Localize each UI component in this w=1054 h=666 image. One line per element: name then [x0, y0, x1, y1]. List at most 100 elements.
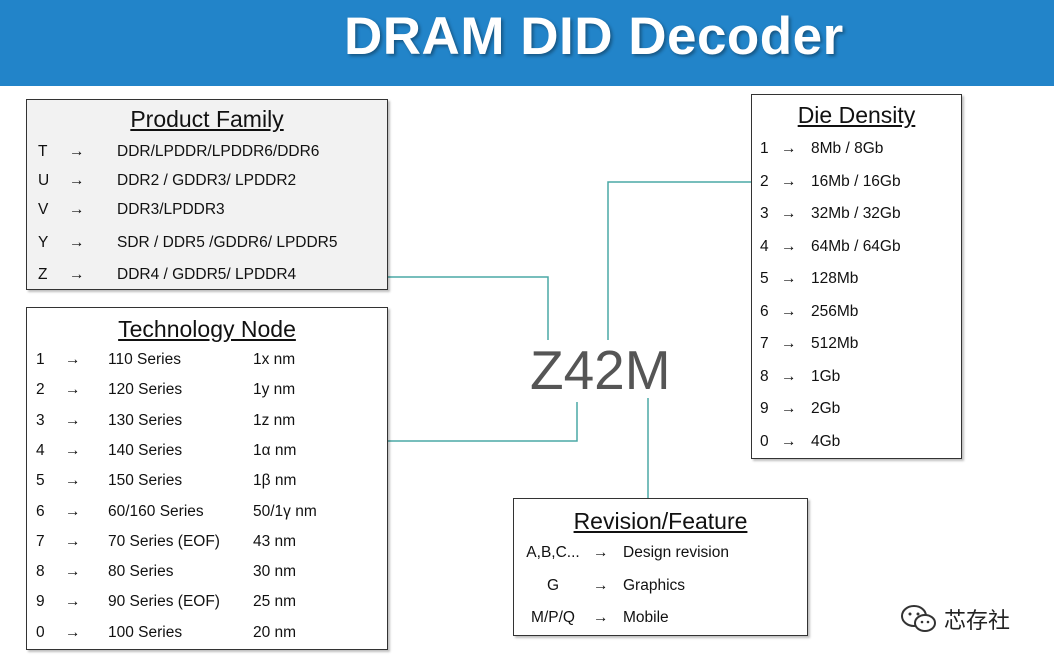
- product-family-title: Product Family: [130, 106, 284, 132]
- revision-feature-key: M/P/Q: [531, 609, 575, 626]
- die-density-key: 2: [760, 172, 769, 190]
- technology-node-key: 3: [36, 411, 45, 429]
- technology-node-arrow: →: [65, 351, 81, 368]
- technology-node-node: 43 nm: [253, 532, 297, 550]
- technology-node-arrow: →: [65, 472, 81, 490]
- die-density-arrow: →: [781, 140, 797, 157]
- technology-node-arrow: →: [65, 593, 81, 611]
- die-density-arrow: →: [781, 432, 797, 450]
- product-family-key: T: [38, 143, 48, 160]
- product-family-value: DDR3/LPDDR3: [117, 201, 225, 218]
- revision-feature-value: Design revision: [623, 544, 729, 561]
- die-density-title: Die Density: [797, 102, 916, 128]
- die-density-key: 9: [760, 400, 769, 417]
- die-density-key: 6: [760, 302, 769, 320]
- technology-node-key: 2: [36, 381, 45, 399]
- revision-feature-key: A,B,C...: [526, 544, 580, 561]
- die-density-arrow: →: [781, 367, 797, 385]
- revision-feature-arrow: →: [593, 544, 609, 561]
- technology-node-series: 80 Series: [108, 563, 174, 581]
- product-family-value: DDR4 / GDDR5/ LPDDR4: [117, 266, 297, 283]
- product-family-value: DDR2 / GDDR3/ LPDDR2: [117, 172, 297, 189]
- technology-node-node: 50/1γ nm: [253, 502, 317, 520]
- technology-node-key: 5: [36, 472, 45, 490]
- technology-node-node: 25 nm: [253, 593, 297, 611]
- technology-node-key: 7: [36, 532, 45, 550]
- technology-node-series: 90 Series (EOF): [108, 593, 220, 611]
- technology-node-series: 130 Series: [108, 411, 183, 429]
- revision-feature-value: Mobile: [623, 609, 669, 626]
- die-density-arrow: →: [781, 400, 797, 417]
- die-density-key: 0: [760, 432, 769, 450]
- revision-feature-arrow: →: [593, 609, 609, 626]
- technology-node-arrow: →: [65, 411, 81, 429]
- product-family-value: SDR / DDR5 /GDDR6/ LPDDR5: [117, 234, 338, 251]
- revision-feature-arrow: →: [593, 577, 609, 594]
- die-density-value: 8Mb / 8Gb: [811, 140, 884, 157]
- technology-node-arrow: →: [65, 441, 81, 459]
- connector-product-family: [388, 276, 549, 340]
- technology-node-key: 1: [36, 351, 45, 368]
- product-family-key: Y: [38, 234, 49, 251]
- technology-node-node: 1x nm: [253, 351, 296, 368]
- die-density-arrow: →: [781, 302, 797, 320]
- die-density-arrow: →: [781, 172, 797, 190]
- technology-node-arrow: →: [65, 563, 81, 581]
- technology-node-node: 1β nm: [253, 472, 297, 490]
- die-density-value: 1Gb: [811, 367, 841, 385]
- technology-node-node: 1α nm: [253, 441, 297, 459]
- die-density-key: 3: [760, 205, 769, 222]
- die-density-arrow: →: [781, 237, 797, 255]
- technology-node-arrow: →: [65, 381, 81, 399]
- technology-node-arrow: →: [65, 532, 81, 550]
- product-family-arrow: →: [69, 172, 85, 189]
- product-family-arrow: →: [69, 234, 85, 251]
- did-code: Z42M: [530, 339, 671, 401]
- revision-feature-key: G: [546, 577, 560, 594]
- technology-node-node: 30 nm: [253, 563, 297, 581]
- watermark-text: 芯存社: [944, 608, 1011, 633]
- die-density-value: 512Mb: [811, 335, 859, 352]
- die-density-key: 7: [760, 335, 769, 352]
- technology-node-series: 100 Series: [108, 623, 183, 641]
- die-density-key: 1: [760, 140, 769, 157]
- die-density-value: 2Gb: [811, 400, 841, 417]
- die-density-value: 32Mb / 32Gb: [811, 205, 901, 222]
- product-family-key: V: [38, 201, 49, 218]
- watermark: 芯存社: [900, 602, 1010, 636]
- die-density-value: 4Gb: [811, 432, 841, 450]
- die-density-key: 5: [760, 270, 769, 287]
- technology-node-key: 9: [36, 593, 45, 611]
- technology-node-key: 0: [36, 623, 45, 641]
- die-density-arrow: →: [781, 270, 797, 287]
- technology-node-arrow: →: [65, 623, 81, 641]
- technology-node-series: 150 Series: [108, 472, 183, 490]
- die-density-box: Die Density 1 → 8Mb / 8Gb 2 → 16Mb / 16Gb 3 → 32…: [751, 94, 962, 459]
- technology-node-node: 1y nm: [253, 381, 296, 399]
- product-family-key: Z: [38, 266, 48, 283]
- technology-node-key: 8: [36, 563, 45, 581]
- die-density-value: 256Mb: [811, 302, 859, 320]
- product-family-key: U: [38, 172, 50, 189]
- die-density-arrow: →: [781, 335, 797, 352]
- revision-feature-box: Revision/Feature A,B,C...→Design revisio…: [513, 498, 808, 636]
- technology-node-node: 1z nm: [253, 411, 296, 429]
- wechat-icon: [901, 605, 936, 632]
- product-family-arrow: →: [69, 266, 85, 283]
- technology-node-key: 4: [36, 441, 45, 459]
- die-density-value: 128Mb: [811, 270, 859, 287]
- die-density-value: 64Mb / 64Gb: [811, 237, 901, 255]
- product-family-arrow: →: [69, 201, 85, 218]
- die-density-key: 8: [760, 367, 769, 385]
- technology-node-title: Technology Node: [118, 316, 296, 342]
- technology-node-series: 110 Series: [108, 351, 181, 368]
- die-density-value: 16Mb / 16Gb: [811, 172, 901, 190]
- technology-node-series: 70 Series (EOF): [108, 532, 220, 550]
- die-density-key: 4: [760, 237, 769, 255]
- product-family-value: DDR/LPDDR/LPDDR6/DDR6: [117, 143, 320, 160]
- technology-node-key: 6: [36, 502, 45, 520]
- technology-node-series: 140 Series: [108, 441, 183, 459]
